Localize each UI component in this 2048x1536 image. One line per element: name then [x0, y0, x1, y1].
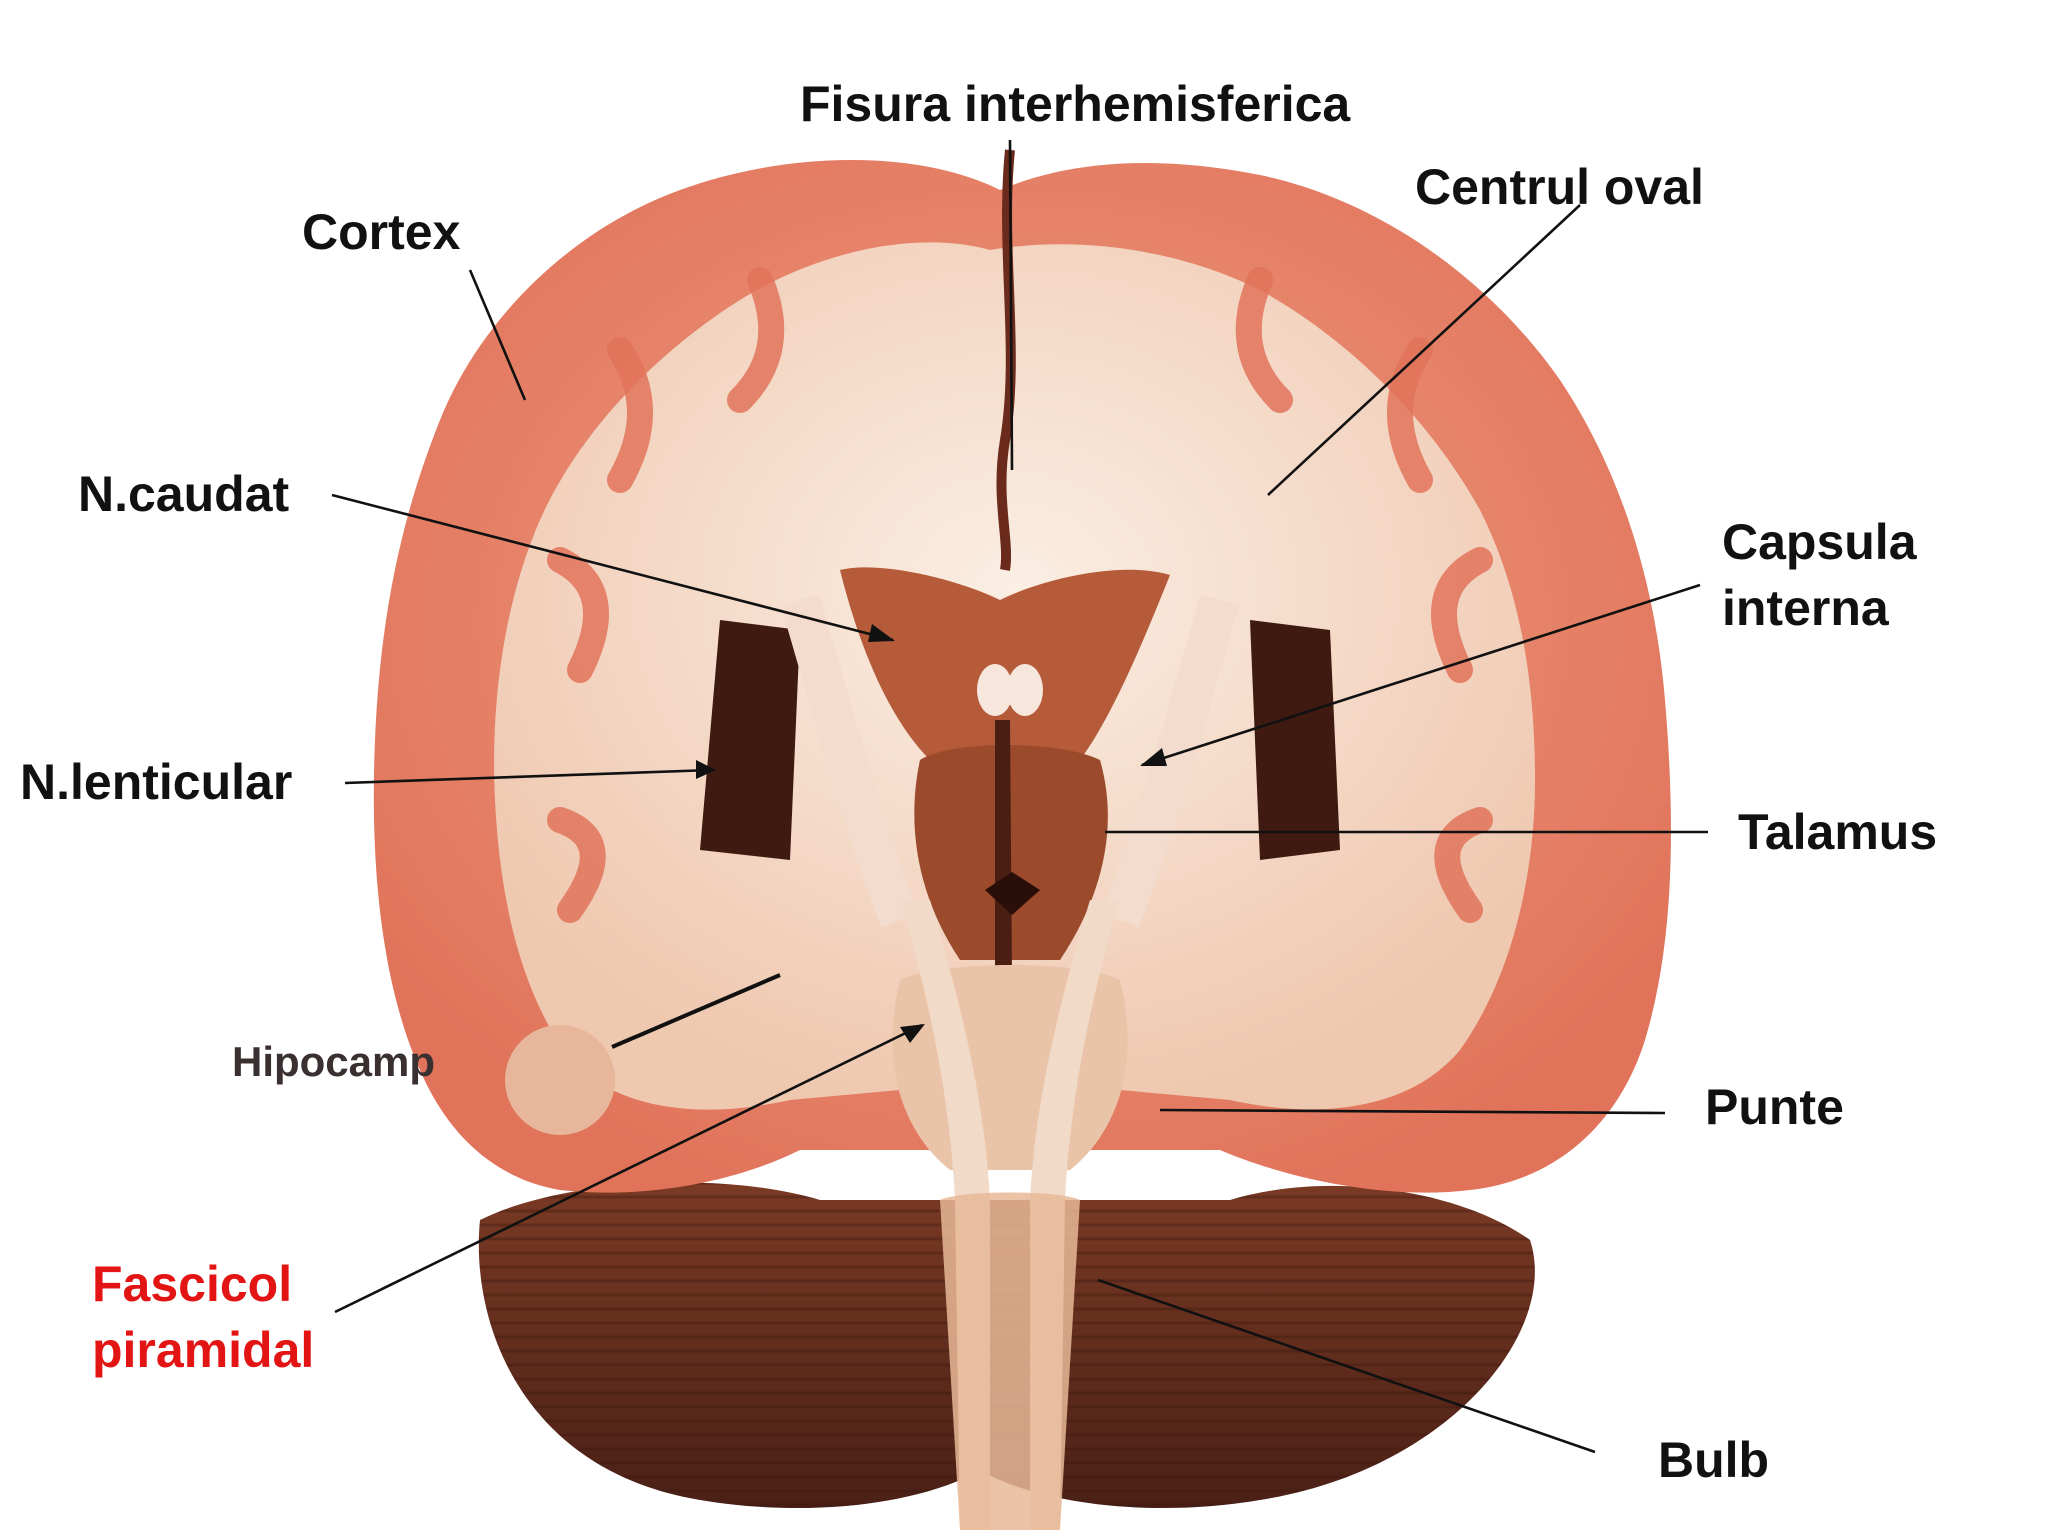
- leader-lines: [331, 139, 1708, 1454]
- label-capsula-interna-line2: interna: [1722, 580, 1889, 636]
- label-punte: Punte: [1705, 1079, 1844, 1135]
- label-talamus: Talamus: [1738, 804, 1938, 860]
- leader-bulb: [1097, 1278, 1596, 1454]
- label-bulb: Bulb: [1658, 1432, 1770, 1488]
- leader-capsula: [1141, 583, 1701, 767]
- arrow-capsula: [1140, 748, 1167, 766]
- label-fisura-interhemisferica: Fisura interhemisferica: [800, 76, 1351, 132]
- deep-structures: [700, 567, 1340, 1530]
- interhemispheric-fissure: [996, 149, 1016, 571]
- arrow-n-lenticular: [696, 760, 716, 779]
- label-hipocamp: Hipocamp: [232, 1038, 436, 1085]
- hippocampus: [505, 1025, 615, 1135]
- label-n-caudat: N.caudat: [78, 466, 290, 522]
- arrow-fascicol: [900, 1024, 925, 1043]
- leader-hipocamp: [611, 973, 781, 1049]
- label-fascicol-piramidal-line1: Fascicol: [92, 1256, 293, 1312]
- label-n-lenticular: N.lenticular: [20, 754, 293, 810]
- leader-n-caudat: [331, 493, 894, 642]
- arrow-n-caudat: [868, 624, 895, 642]
- leader-cortex: [468, 269, 527, 401]
- label-capsula-interna-line1: Capsula: [1722, 514, 1917, 570]
- leader-centrul-oval: [1267, 204, 1581, 496]
- label-cortex: Cortex: [302, 204, 461, 260]
- leader-fascicol: [334, 1023, 923, 1314]
- label-centrul-oval: Centrul oval: [1415, 159, 1704, 215]
- label-fascicol-piramidal-line2: piramidal: [92, 1322, 315, 1378]
- leader-punte: [1159, 1108, 1666, 1115]
- leader-fisura: [1008, 139, 1014, 471]
- leader-n-lenticular: [344, 768, 713, 785]
